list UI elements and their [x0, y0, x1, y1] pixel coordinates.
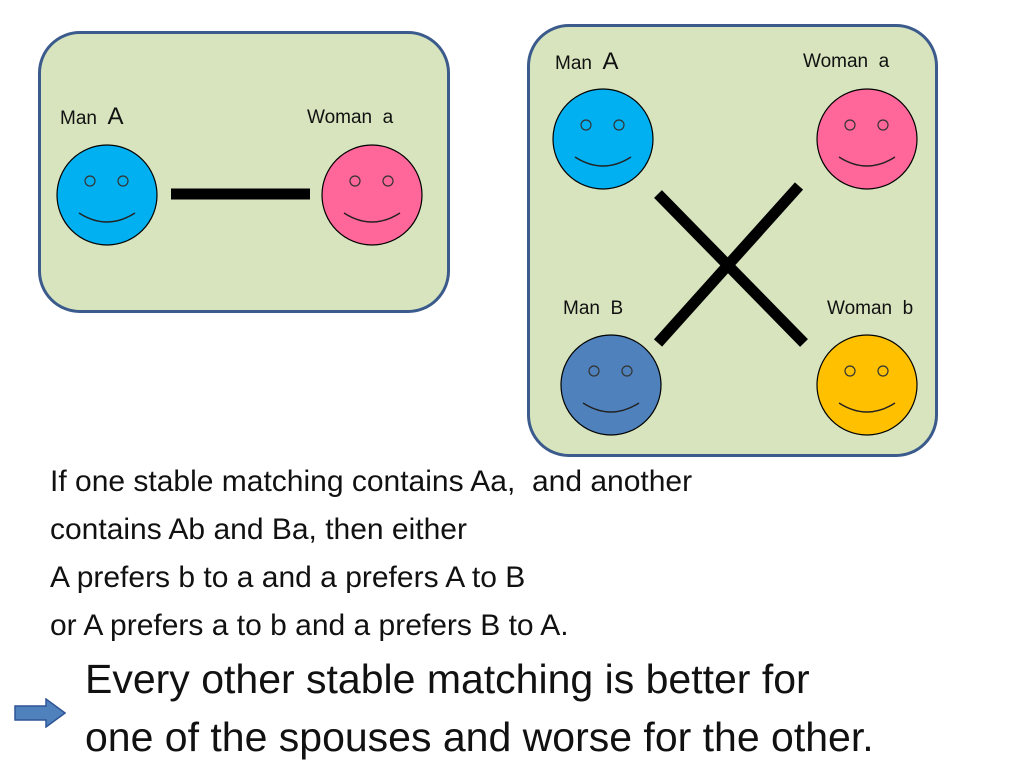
woman-b-face-icon — [815, 333, 919, 437]
man-b-face-icon — [559, 333, 663, 437]
conclusion-line-2: one of the spouses and worse for the oth… — [85, 714, 874, 760]
label-woman-b: Woman b — [827, 298, 914, 319]
label-woman-a-right: Woman a — [803, 51, 890, 72]
statement-line-2: contains Ab and Ba, then either — [50, 513, 467, 546]
label-woman-a-left: Woman a — [307, 107, 394, 128]
label-man-a-left: Man A — [60, 103, 124, 130]
statement-line-1: If one stable matching contains Aa, and … — [50, 465, 693, 498]
label-man-a-right: Man A — [555, 48, 619, 75]
statement-line-3: A prefers b to a and a prefers A to B — [50, 561, 526, 594]
conclusion-line-1: Every other stable matching is better fo… — [85, 656, 810, 702]
statement-text: If one stable matching contains Aa, and … — [50, 458, 692, 650]
statement-line-4: or A prefers a to b and a prefers B to A… — [50, 609, 569, 642]
man-a-face-icon-left — [55, 143, 159, 247]
woman-a-face-icon-left — [320, 143, 424, 247]
conclusion-text: Every other stable matching is better fo… — [85, 650, 874, 766]
woman-a-face-icon-right — [815, 87, 919, 191]
man-a-face-icon-right — [551, 87, 655, 191]
right-arrow-icon — [14, 698, 66, 728]
label-man-b: Man B — [563, 298, 624, 319]
